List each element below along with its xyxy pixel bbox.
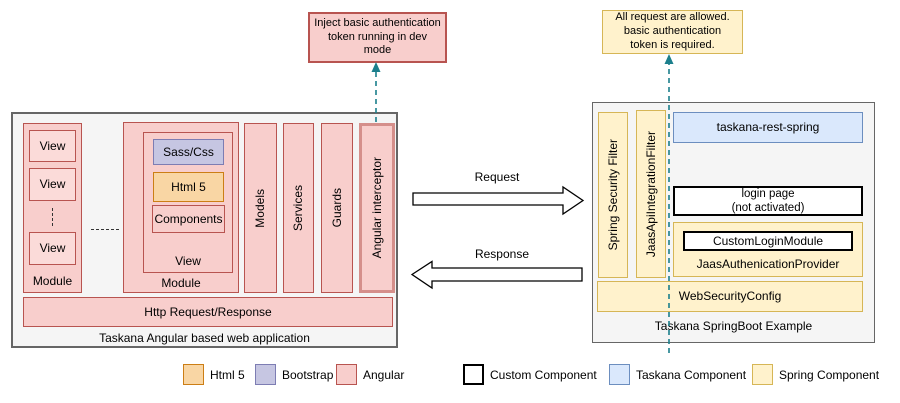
html5-box: Html 5 <box>153 172 224 202</box>
taskana-component-swatch <box>609 364 630 385</box>
module2-label: Module <box>161 276 201 290</box>
horizontal-ellipsis <box>91 229 119 230</box>
custom-login-module-box: CustomLoginModule <box>683 231 853 251</box>
spring-component-swatch <box>752 364 773 385</box>
http-request-response-bar: Http Request/Response <box>23 297 393 327</box>
bootstrap-swatch <box>255 364 276 385</box>
custom-login-module-label: CustomLoginModule <box>712 233 824 248</box>
legend-item-bootstrap: Bootstrap <box>255 363 333 386</box>
view-label: View <box>39 241 66 255</box>
angular-interceptor-box: Angular interceptor <box>359 123 395 293</box>
response-label: Response <box>474 247 530 261</box>
legend-label: Spring Component <box>779 367 880 382</box>
spring-security-filter-box: Spring Security Filter <box>598 112 628 278</box>
jaas-authenication-provider-label: JaasAuthenicationProvider <box>696 257 840 271</box>
view-label: View <box>39 177 66 191</box>
taskana-rest-spring-label: taskana-rest-spring <box>716 120 820 134</box>
springboot-title: Taskana SpringBoot Example <box>654 319 813 333</box>
components-box: Components <box>152 205 225 233</box>
auth-note: All request are allowed. basic authentic… <box>602 10 743 54</box>
dev-token-note-text: Inject basic authentication token runnin… <box>314 16 441 57</box>
sass-css-label: Sass/Css <box>163 144 214 159</box>
http-bar-label: Http Request/Response <box>144 304 272 319</box>
legend-label: Custom Component <box>490 367 597 382</box>
legend-label: Taskana Component <box>636 367 747 382</box>
module1-label: Module <box>32 274 73 288</box>
jaas-api-integration-filter-label: JaasApiIntegrationFilter <box>643 130 658 258</box>
dev-token-note: Inject basic authentication token runnin… <box>308 12 447 63</box>
login-page-box: login page (not activated) <box>673 186 863 216</box>
models-box: Models <box>244 123 277 293</box>
login-page-label: login page (not activated) <box>731 187 805 214</box>
legend-label: Bootstrap <box>282 367 334 382</box>
angular-swatch <box>336 364 357 385</box>
angular-app-title: Taskana Angular based web application <box>99 331 310 345</box>
web-security-config-box: WebSecurityConfig <box>597 281 863 312</box>
auth-arrowhead-icon <box>664 54 674 64</box>
spring-security-filter-label: Spring Security Filter <box>605 139 620 251</box>
components-label: Components <box>154 211 223 226</box>
module2-view-label: View <box>175 254 201 268</box>
html5-label: Html 5 <box>171 179 206 194</box>
models-label: Models <box>253 188 267 228</box>
request-arrow <box>412 185 585 216</box>
html5-swatch <box>183 364 204 385</box>
legend-label: Html 5 <box>210 367 245 382</box>
services-label: Services <box>291 184 305 231</box>
angular-interceptor-label: Angular interceptor <box>369 157 384 259</box>
request-label: Request <box>474 170 520 184</box>
taskana-rest-spring-box: taskana-rest-spring <box>673 112 863 143</box>
sass-css-box: Sass/Css <box>153 139 224 165</box>
guards-box: Guards <box>321 123 353 293</box>
legend-item-angular: Angular <box>336 363 404 386</box>
vertical-ellipsis <box>52 208 53 226</box>
jaas-api-integration-filter-box: JaasApiIntegrationFilter <box>636 110 666 278</box>
auth-note-text: All request are allowed. basic authentic… <box>615 11 730 51</box>
web-security-config-label: WebSecurityConfig <box>678 289 782 303</box>
services-box: Services <box>283 123 314 293</box>
legend-item-spring: Spring Component <box>752 363 879 386</box>
module1-view1-box: View <box>29 130 76 162</box>
custom-component-swatch <box>463 364 484 385</box>
guards-label: Guards <box>329 188 344 228</box>
module1-view2-box: View <box>29 168 76 201</box>
dev-token-arrowhead-icon <box>371 62 381 72</box>
legend-label: Angular <box>363 367 405 382</box>
module1-view3-box: View <box>29 232 76 265</box>
view-label: View <box>39 138 66 153</box>
legend-item-taskana: Taskana Component <box>609 363 746 386</box>
legend-item-custom: Custom Component <box>463 363 597 386</box>
response-arrow <box>410 260 583 290</box>
legend-item-html5: Html 5 <box>183 363 245 386</box>
